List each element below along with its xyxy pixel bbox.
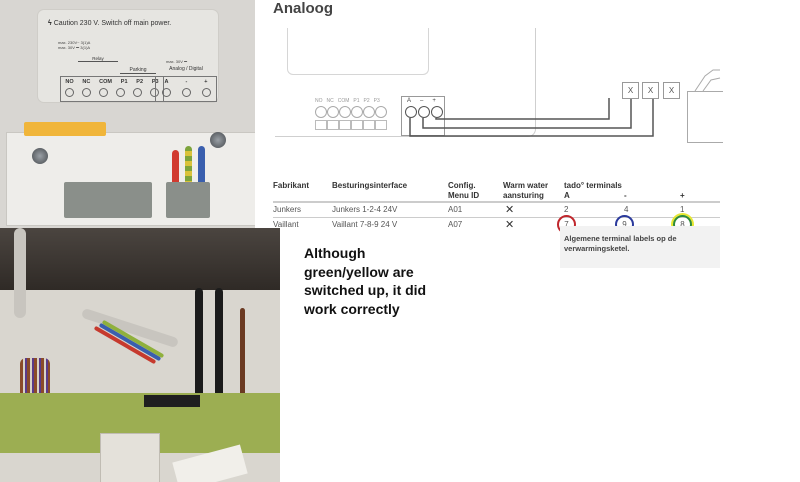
analog-digital-label: Analog / Digital — [169, 66, 203, 72]
cell-fabrikant: Vaillant — [273, 220, 299, 229]
terminal-label: NO — [315, 98, 323, 104]
terminal-label: P3 — [373, 98, 380, 104]
boiler-terminal-x: X — [663, 82, 680, 99]
cell-minus: 4 — [624, 205, 629, 214]
header-col-plus: + — [680, 191, 685, 200]
screw-icon — [210, 132, 226, 148]
black-cable — [215, 288, 223, 398]
terminal-label: P1 — [353, 98, 360, 104]
terminal-label: NC — [326, 98, 334, 104]
analog-terminal-block — [166, 182, 210, 218]
cell-config: A07 — [448, 220, 463, 229]
relay-terminal-legend: NO NC COM P1 P2 P3 — [60, 76, 164, 102]
header-warmwater: Warm water aansturing — [503, 181, 549, 200]
terminal-label: P2 — [363, 98, 370, 104]
table-row-vaillant: Vaillant Vaillant 7-8-9 24 V A07 ✕ 7 9 8 — [273, 215, 720, 234]
cell-interface: Junkers 1-2-4 24V — [332, 205, 398, 214]
header-tado-terminals: tado° terminals — [564, 181, 622, 190]
black-cable — [195, 288, 203, 398]
orange-sticker — [24, 122, 106, 136]
analog-terminal-legend: A - + — [155, 76, 217, 102]
brown-wire — [240, 308, 245, 418]
header-config: Config. Menu ID — [448, 181, 480, 200]
thermostat-inner-outline — [287, 28, 429, 75]
caution-label: Caution 230 V. Switch off main power. — [53, 20, 172, 27]
terminal-label: A — [407, 98, 412, 104]
wiring-lines — [409, 98, 654, 137]
parking-label: Parking — [120, 67, 156, 74]
header-fabrikant: Fabrikant — [273, 181, 310, 190]
cell-config: A01 — [448, 205, 463, 214]
header-col-a: A — [564, 191, 570, 200]
header-interface: Besturingsinterface — [332, 181, 408, 190]
terminal-label: + — [432, 98, 436, 104]
grey-cable — [14, 228, 26, 318]
terminal-label: – — [420, 98, 424, 104]
diagram-title: Analoog — [273, 0, 333, 17]
terminal-label: NO — [65, 79, 74, 85]
note-text: Algemene terminal labels op de verwarmin… — [564, 234, 677, 253]
wiring-diagram: NO NC COM P1 P2 P3 A – + X X X — [275, 28, 723, 148]
boiler-flue-icon — [694, 69, 721, 92]
photo-boiler-interior — [0, 228, 280, 482]
boiler-upper-compartment — [0, 228, 280, 290]
boiler-terminal-x: X — [622, 82, 639, 99]
terminal-label: COM — [337, 98, 350, 104]
terminal-strip — [144, 395, 200, 407]
cell-interface: Vaillant 7-8-9 24 V — [332, 220, 398, 229]
x-icon: ✕ — [505, 219, 515, 231]
annotation-line: work correctly — [304, 300, 400, 317]
x-icon: ✕ — [505, 204, 515, 216]
plastic-cover — [100, 433, 160, 482]
terminal-label: A — [164, 79, 169, 85]
boiler-terminal-x: X — [642, 82, 659, 99]
lightning-icon: ϟ — [48, 20, 52, 27]
annotation-line: switched up, it did — [304, 282, 427, 298]
terminal-label: + — [204, 79, 208, 85]
thermostat-unit-outline — [275, 28, 536, 137]
relay-terminal-block — [64, 182, 152, 218]
annotation-line: Although — [304, 245, 366, 261]
red-wire — [172, 150, 179, 188]
analog-terminal-labels: A – + — [407, 98, 436, 104]
max-rating-text: max. 230V~ 3(1)A max. 30V ⎓ 3(1)A — [58, 40, 91, 50]
annotation-line: green/yellow are — [304, 263, 414, 280]
unit-terminal-labels: NO NC COM P1 P2 P3 — [315, 98, 380, 104]
relay-label: Relay — [78, 56, 118, 62]
cell-fabrikant: Junkers — [273, 205, 302, 214]
terminal-label: P2 — [136, 79, 144, 85]
terminal-label: - — [185, 79, 188, 85]
screw-icon — [32, 148, 48, 164]
green-yellow-wire — [185, 146, 192, 188]
terminal-label: NC — [82, 79, 91, 85]
annotation-text: Although green/yellow are switched up, i… — [304, 244, 426, 318]
terminal-label: P1 — [120, 79, 128, 85]
terminal-labels-note: Algemene terminal labels op de verwarmin… — [560, 226, 720, 268]
boiler-icon — [687, 91, 723, 143]
table-row-junkers: Junkers Junkers 1-2-4 24V A01 ✕ 2 4 1 — [273, 201, 720, 218]
terminal-label: COM — [99, 79, 112, 85]
analog-max-rating: max. 30V ⎓ — [166, 59, 188, 64]
blue-wire — [198, 146, 205, 188]
header-col-minus: - — [624, 191, 627, 200]
cell-a: 2 — [564, 205, 569, 214]
cell-plus: 1 — [680, 205, 685, 214]
